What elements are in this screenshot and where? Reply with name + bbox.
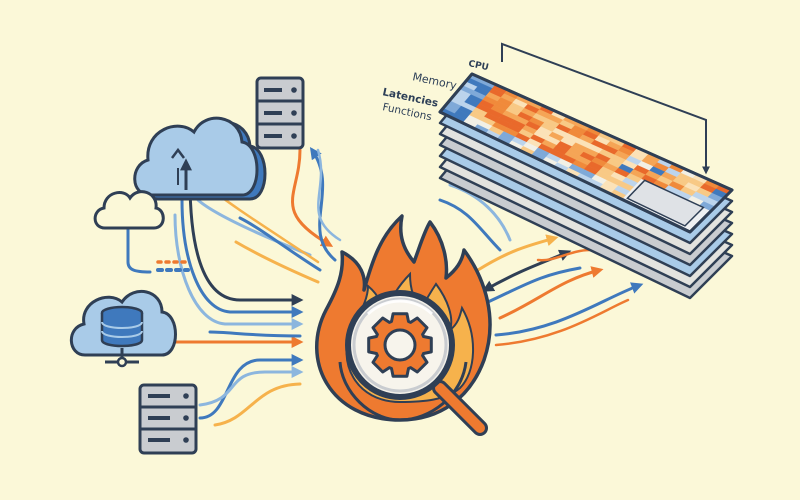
flow-arrow [438,198,502,252]
flow-arrow [180,198,304,318]
flow-arrow [234,240,320,284]
flow-arrow [198,354,304,420]
bracket-arrow [501,42,710,175]
cloud-icon [93,190,165,230]
central-flame-magnifier [315,214,492,436]
server-icon [255,76,305,150]
small-cloud [93,190,165,230]
cloud-database [69,290,177,368]
heatmap-layer-stack: CPU Memory Latencies Functions [381,42,734,300]
cloud-upload [133,116,267,201]
flow-arrow [316,148,342,242]
flow-arrow [173,213,304,330]
flow-arrow [498,266,604,320]
flow-arrow [238,216,322,272]
flame-gear-magnifier-icon [315,214,492,436]
layer-label-cpu: CPU [467,59,489,73]
flow-arrow [481,249,572,292]
top-server [255,76,305,150]
heatmap-panel [626,179,705,227]
heatmap-top-outline [438,72,734,234]
heatmap-cells [439,73,733,212]
flow-arrow [291,148,334,247]
flow-arrow [309,147,337,262]
flow-arrow [196,198,312,257]
flow-arrow [494,282,644,337]
flow-arrow [208,330,302,338]
flow-arrow [198,366,304,407]
flow-arrow [126,228,152,274]
cloud-upload-icon [133,116,267,201]
bottom-server [138,383,198,455]
flow-arrow [494,298,630,347]
flow-arrow [536,248,592,262]
cloud-database-icon [69,290,177,368]
flow-arrow [188,178,304,306]
flow-arrow [486,266,582,304]
server-icon [138,383,198,455]
flow-arrow [213,382,302,427]
